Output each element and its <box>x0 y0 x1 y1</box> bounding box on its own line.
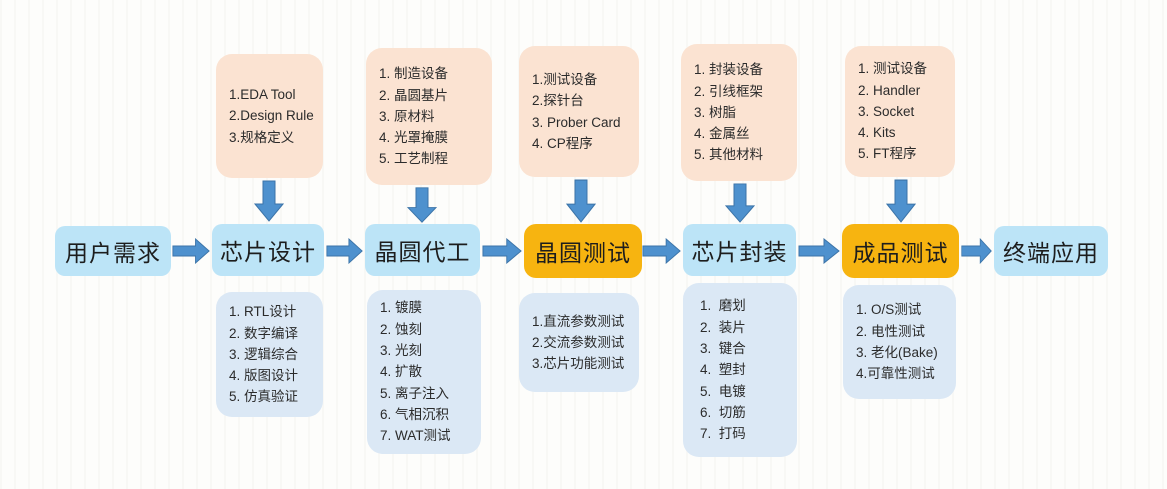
substeps-box-chip-design: 1. RTL设计 2. 数字编译 3. 逻辑综合 4. 版图设计 5. 仿真验证 <box>216 292 323 417</box>
list-item: 3. 树脂 <box>694 104 737 120</box>
right-arrow-icon <box>482 238 522 264</box>
flow-step-label: 芯片设计 <box>220 240 316 265</box>
list-item: 3.规格定义 <box>229 129 295 145</box>
list-item: 2. 晶圆基片 <box>379 87 449 103</box>
list-item: 7. WAT测试 <box>380 428 451 444</box>
list-item: 5. 仿真验证 <box>229 389 299 405</box>
right-arrow-icon <box>798 238 840 264</box>
down-arrow-icon <box>566 179 596 223</box>
list-item: 2. 蚀刻 <box>380 321 423 337</box>
flow-step-label: 终端应用 <box>1003 241 1099 266</box>
flow-step-label: 成品测试 <box>852 241 949 266</box>
down-arrow-icon <box>725 183 755 223</box>
list-item: 7. 打码 <box>700 426 746 442</box>
substeps-box-final-test: 1. O/S测试 2. 电性测试 3. 老化(Bake) 4.可靠性测试 <box>843 285 956 399</box>
list-item: 1. 制造设备 <box>379 66 449 82</box>
list-item: 5. 其他材料 <box>694 147 764 163</box>
list-item: 2. Handler <box>858 82 921 98</box>
list-item: 1. 封装设备 <box>694 62 764 78</box>
list-item: 1. 镀膜 <box>380 300 423 316</box>
list-item: 4. 光罩掩膜 <box>379 130 449 146</box>
list-item: 3. 原材料 <box>379 108 435 124</box>
list-item: 1. RTL设计 <box>229 304 297 320</box>
list-item: 5. 离子注入 <box>380 385 450 401</box>
down-arrow-icon <box>886 179 916 223</box>
list-item: 3.芯片功能测试 <box>532 356 625 372</box>
flow-step-label: 芯片封装 <box>691 240 788 265</box>
list-item: 6. 切筋 <box>700 404 746 420</box>
flow-step-chip-package: 芯片封装 <box>683 224 796 276</box>
flow-step-label: 用户需求 <box>65 241 161 266</box>
right-arrow-icon <box>326 238 363 264</box>
list-item: 4. 版图设计 <box>229 368 299 384</box>
flow-step-label: 晶圆测试 <box>535 241 631 266</box>
list-item: 4.可靠性测试 <box>856 366 935 382</box>
list-item: 2. 装片 <box>700 319 746 335</box>
list-item: 2.探针台 <box>532 93 584 109</box>
substeps-box-chip-package: 1. 磨划 2. 装片 3. 键合 4. 塑封 5. 电镀 6. 切筋 7. 打码 <box>683 283 797 457</box>
right-arrow-icon <box>172 238 210 264</box>
list-item: 5. 工艺制程 <box>379 151 449 167</box>
inputs-box-chip-design: 1.EDA Tool 2.Design Rule 3.规格定义 <box>216 54 323 178</box>
list-item: 4. 金属丝 <box>694 126 750 142</box>
list-item: 5. 电镀 <box>700 383 746 399</box>
down-arrow-icon <box>407 187 437 223</box>
right-arrow-icon <box>642 238 681 264</box>
flow-step-wafer-foundry: 晶圆代工 <box>365 224 480 276</box>
inputs-box-wafer-test: 1.测试设备 2.探针台 3. Prober Card 4. CP程序 <box>519 46 639 177</box>
flow-step-wafer-test: 晶圆测试 <box>524 224 642 278</box>
list-item: 4. 塑封 <box>700 362 746 378</box>
list-item: 1. 测试设备 <box>858 61 928 77</box>
flow-step-final-test: 成品测试 <box>842 224 959 278</box>
list-item: 1.直流参数测试 <box>532 313 625 329</box>
list-item: 3. Prober Card <box>532 114 621 130</box>
flow-step-user-demand: 用户需求 <box>55 226 171 276</box>
list-item: 5. FT程序 <box>858 146 917 162</box>
right-arrow-icon <box>961 238 992 264</box>
list-item: 4. CP程序 <box>532 135 593 151</box>
flow-step-chip-design: 芯片设计 <box>212 224 324 276</box>
list-item: 2. 电性测试 <box>856 323 926 339</box>
down-arrow-icon <box>254 180 284 222</box>
list-item: 1.EDA Tool <box>229 87 296 102</box>
list-item: 3. 逻辑综合 <box>229 346 299 362</box>
list-item: 3. Socket <box>858 103 915 119</box>
list-item: 1. O/S测试 <box>856 302 922 318</box>
list-item: 2. 数字编译 <box>229 325 299 341</box>
list-item: 2.Design Rule <box>229 108 314 124</box>
list-item: 2.交流参数测试 <box>532 334 625 350</box>
inputs-box-wafer-foundry: 1. 制造设备 2. 晶圆基片 3. 原材料 4. 光罩掩膜 5. 工艺制程 <box>366 48 492 185</box>
list-item: 2. 引线框架 <box>694 83 764 99</box>
flow-step-end-application: 终端应用 <box>994 226 1108 276</box>
list-item: 4. Kits <box>858 125 896 141</box>
list-item: 4. 扩散 <box>380 364 423 380</box>
inputs-box-chip-package: 1. 封装设备 2. 引线框架 3. 树脂 4. 金属丝 5. 其他材料 <box>681 44 797 181</box>
list-item: 3. 光刻 <box>380 343 423 358</box>
flow-step-label: 晶圆代工 <box>374 240 471 265</box>
list-item: 3. 键合 <box>700 341 746 356</box>
substeps-box-wafer-test: 1.直流参数测试 2.交流参数测试 3.芯片功能测试 <box>519 293 639 392</box>
list-item: 6. 气相沉积 <box>380 406 450 422</box>
substeps-box-wafer-foundry: 1. 镀膜 2. 蚀刻 3. 光刻 4. 扩散 5. 离子注入 6. 气相沉积 7. WAT… <box>367 290 481 454</box>
inputs-box-final-test: 1. 测试设备 2. Handler 3. Socket 4. Kits 5. FT程序 <box>845 46 955 177</box>
list-item: 1.测试设备 <box>532 71 598 87</box>
list-item: 3. 老化(Bake) <box>856 345 938 360</box>
list-item: 1. 磨划 <box>700 298 746 314</box>
